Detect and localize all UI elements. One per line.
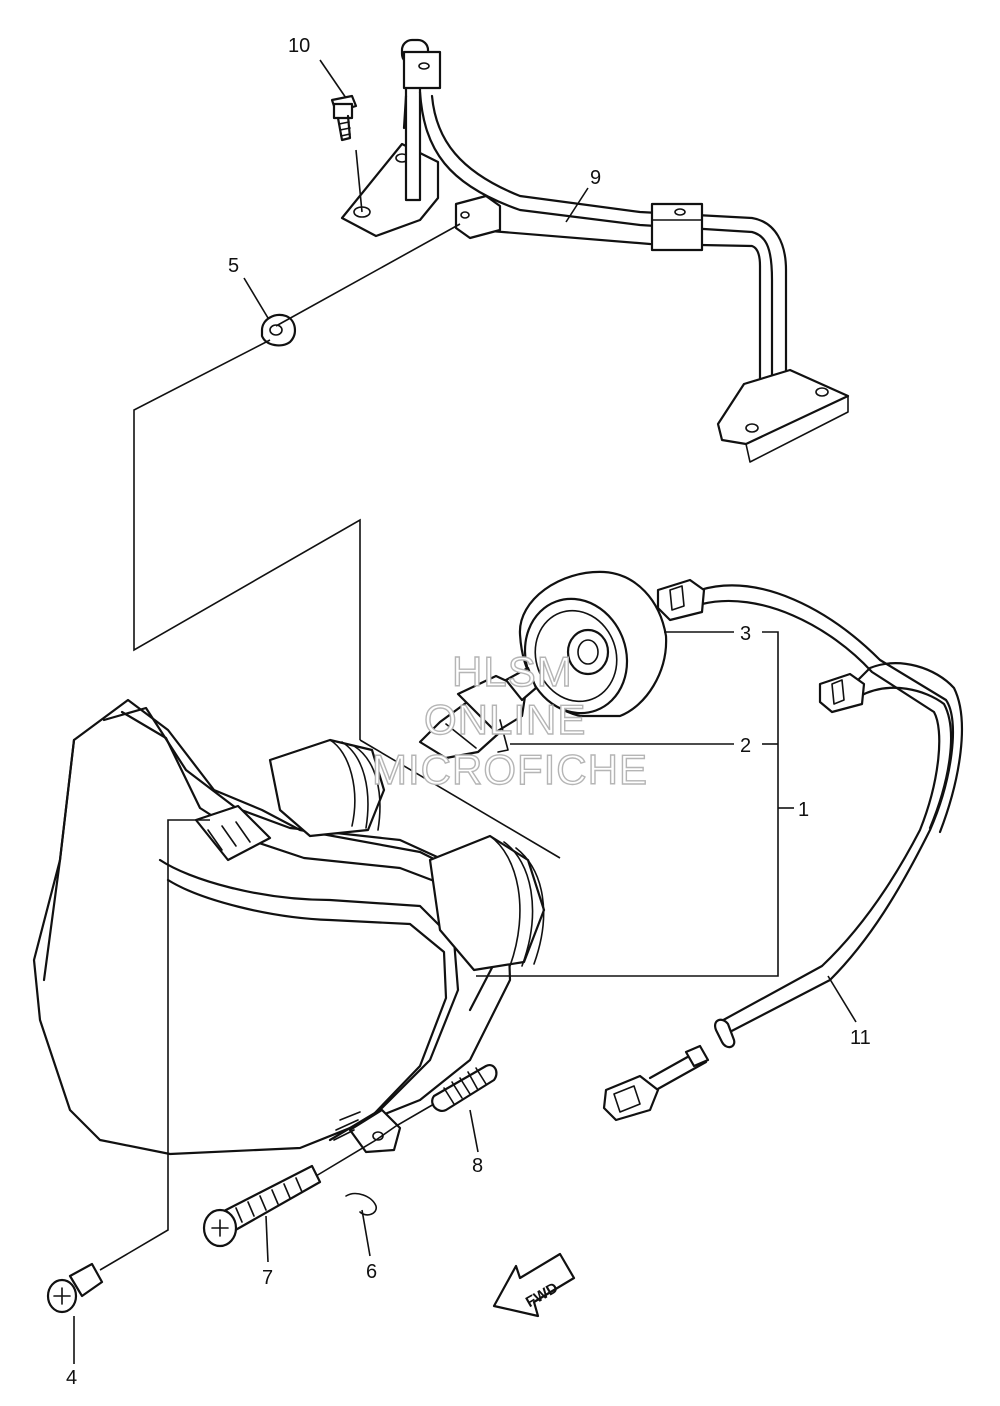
callout-numbers: 10 9 5 3 2 1 11 8 7 6 4	[66, 35, 871, 1389]
callout-10: 10	[288, 35, 310, 57]
rubber-cover-3	[518, 570, 668, 718]
callout-6: 6	[366, 1261, 377, 1283]
callout-7: 7	[262, 1267, 273, 1289]
callout-1: 1	[798, 799, 809, 821]
callout-4: 4	[66, 1367, 77, 1389]
watermark-line-2: ONLINE	[424, 696, 586, 743]
leader-lines	[73, 59, 857, 1364]
bulb-2	[418, 666, 538, 760]
watermark-line-3: MICROFICHE	[372, 746, 648, 793]
washer-5	[260, 313, 296, 347]
callout-5: 5	[228, 255, 239, 277]
callout-11: 11	[850, 1027, 871, 1049]
watermark: HLSM ONLINE MICROFICHE	[371, 647, 648, 793]
screw-7	[202, 1164, 322, 1248]
watermark-line-1: HLSM	[452, 648, 573, 695]
fwd-arrow-icon: FWD	[492, 1252, 576, 1318]
bolt-10	[330, 94, 358, 142]
fastener-4	[46, 1262, 104, 1314]
callout-2: 2	[740, 735, 751, 757]
clip-6	[345, 1192, 377, 1216]
headlight-housing	[32, 698, 546, 1156]
callout-9: 9	[590, 167, 601, 189]
wire-harness-11	[602, 578, 963, 1122]
headlight-stay-bracket	[340, 38, 850, 463]
callout-8: 8	[472, 1155, 483, 1177]
callout-3: 3	[740, 623, 751, 645]
